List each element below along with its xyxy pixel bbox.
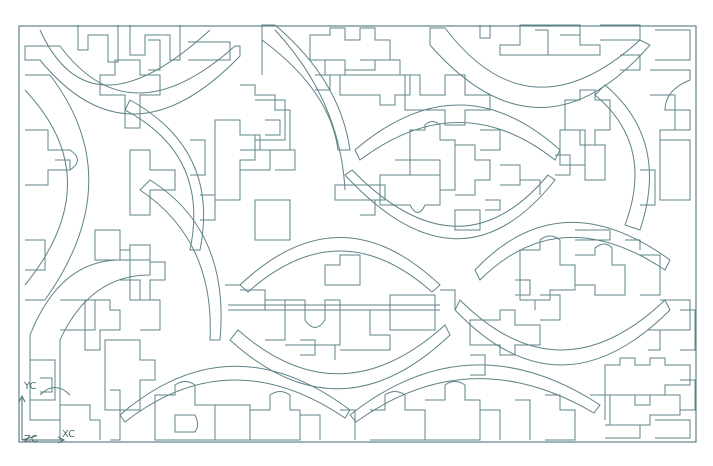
left-arch <box>25 74 90 301</box>
z-axis-label: ZC <box>24 434 38 445</box>
bottom-left-arch <box>119 365 351 423</box>
x-axis-label: XC <box>62 429 75 440</box>
top-left-arch <box>24 45 241 115</box>
bottom-right-arch <box>349 364 601 423</box>
top-right-arch <box>429 27 651 108</box>
center-lower-oval <box>239 237 441 293</box>
center-right-oval <box>474 222 671 281</box>
wcs-triad-icon <box>18 394 66 444</box>
sheet-border <box>18 25 697 443</box>
center-upper-oval <box>354 104 561 161</box>
y-axis-label: YC <box>23 381 37 392</box>
nested-parts <box>24 24 696 441</box>
